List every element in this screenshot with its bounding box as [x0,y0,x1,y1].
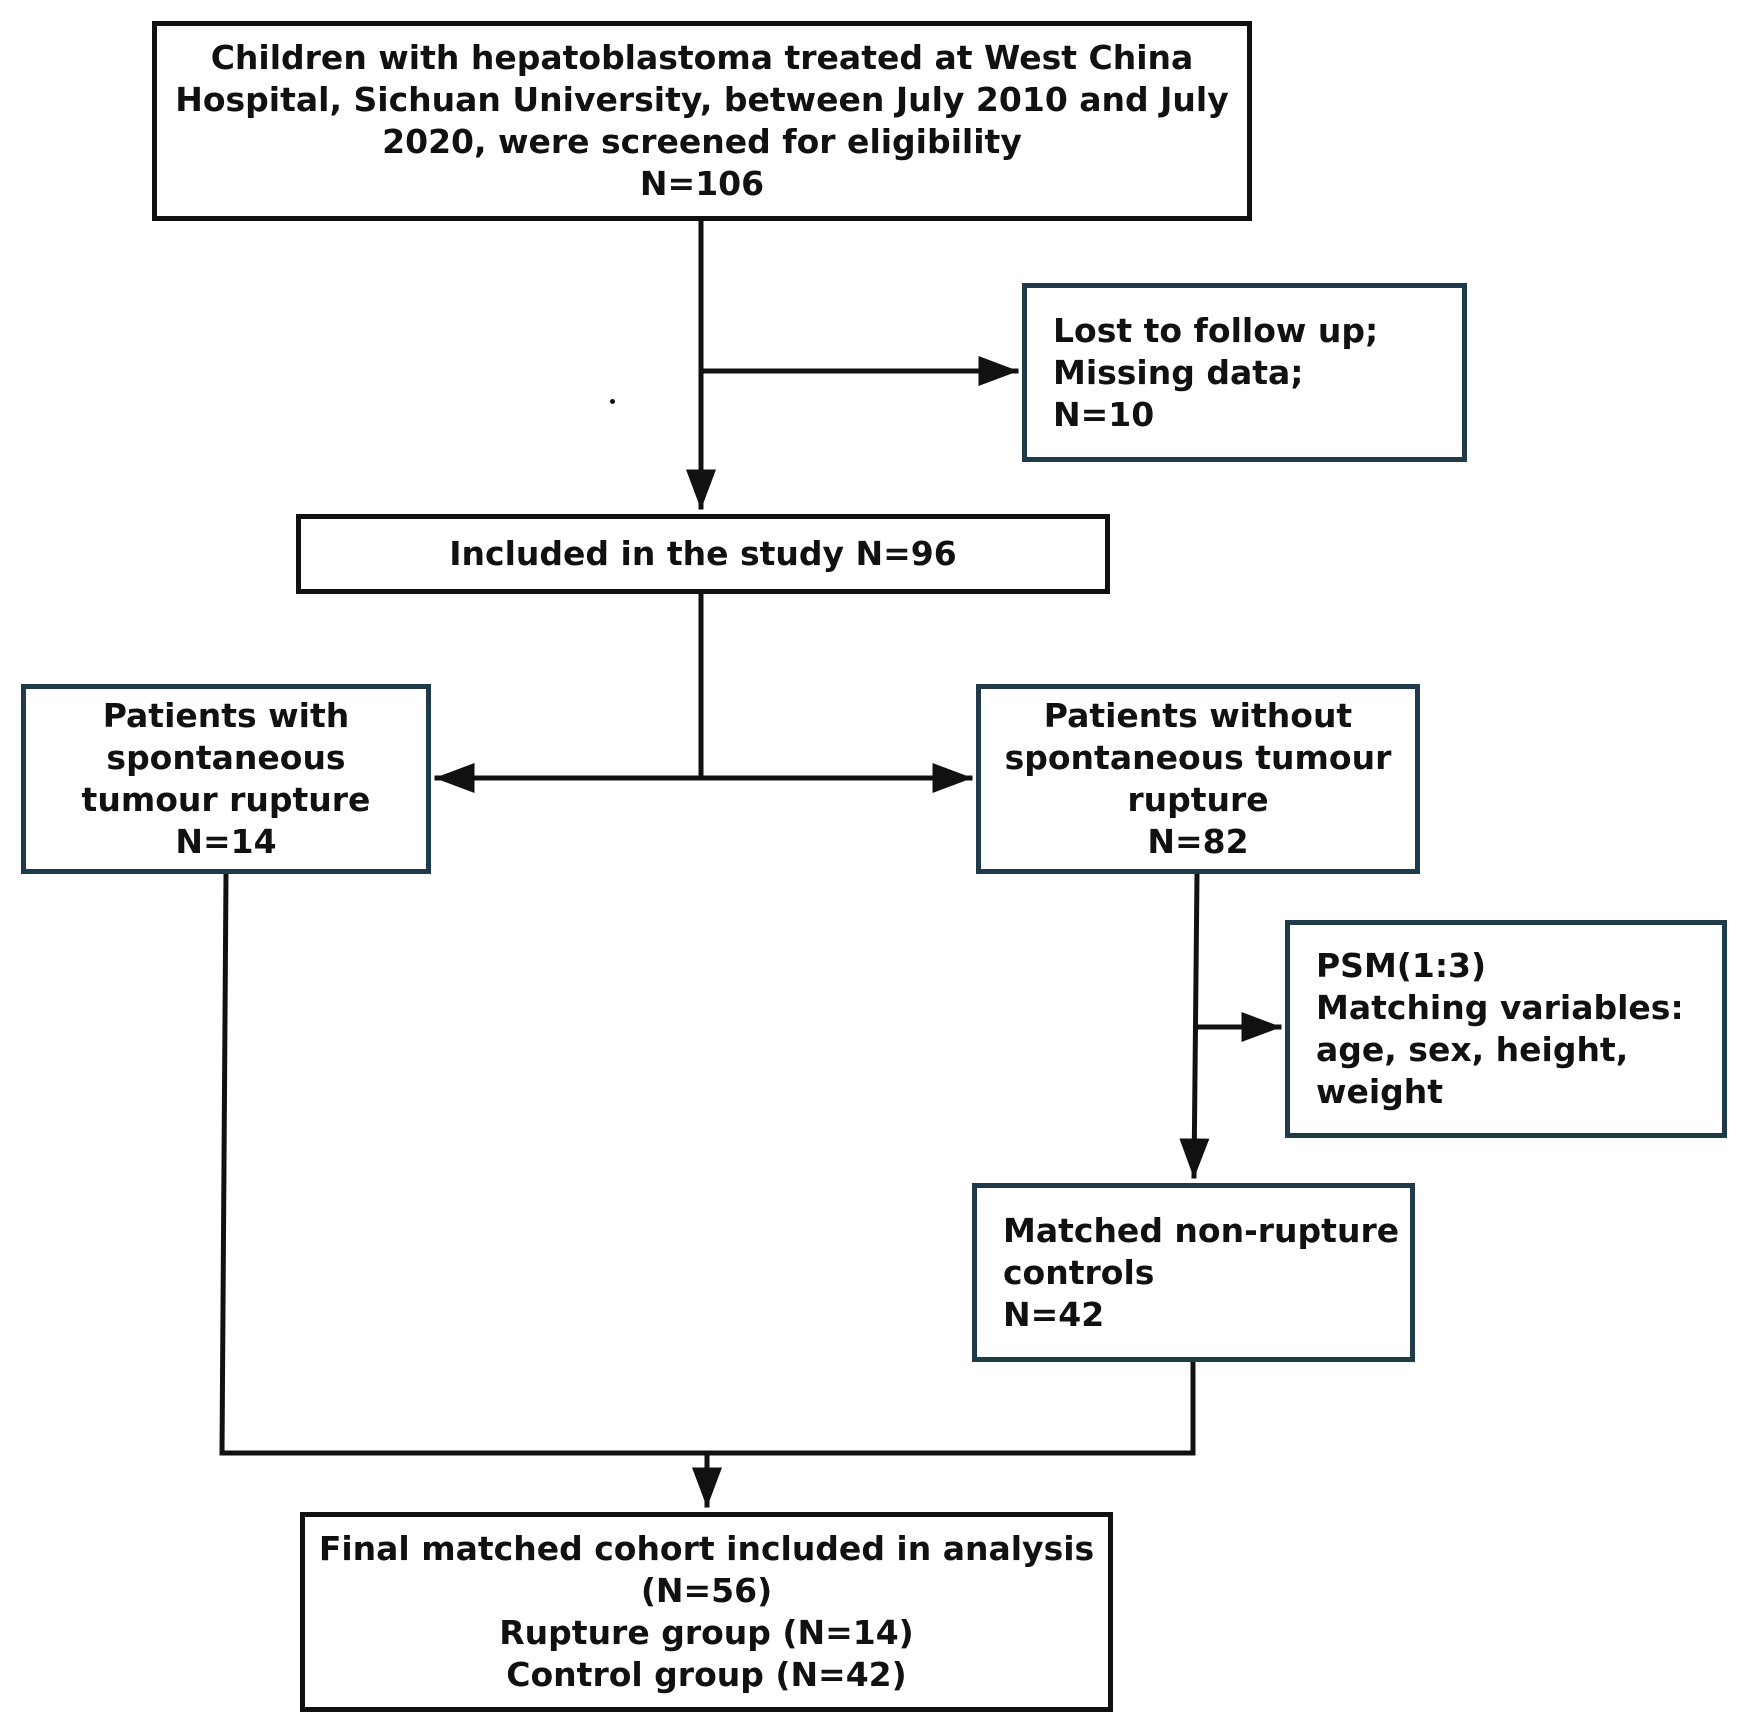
psm-line: PSM(1:3) [1316,946,1487,985]
no-rupture-line: spontaneous tumour [1004,738,1392,777]
excluded-count: N=10 [1053,394,1155,434]
final-control-group: Control group (N=42) [506,1655,907,1694]
psm-line: Matching variables: [1316,988,1684,1027]
psm-box: PSM(1:3) Matching variables: age, sex, h… [1285,920,1727,1138]
psm-line: age, sex, height, [1316,1030,1629,1069]
screened-count: N=106 [639,164,765,203]
excluded-line: Missing data; [1053,352,1304,392]
matched-line: Matched non-rupture [1003,1210,1400,1250]
matched-count: N=42 [1003,1294,1105,1334]
rupture-line: tumour rupture [81,780,371,819]
matched-line: controls [1003,1252,1155,1292]
matched-box: Matched non-rupture controls N=42 [972,1183,1415,1362]
included-box: Included in the study N=96 [296,514,1110,594]
no-rupture-count: N=82 [1147,822,1249,861]
rupture-count: N=14 [175,822,277,861]
final-count: (N=56) [640,1571,773,1610]
included-text: Included in the study N=96 [449,534,957,573]
screened-box: Children with hepatoblastoma treated at … [152,21,1252,221]
rupture-line: Patients with [102,696,350,735]
no-rupture-line: Patients without [1043,696,1353,735]
psm-line: weight [1316,1072,1444,1111]
final-line: Final matched cohort included in analysi… [318,1529,1095,1568]
final-cohort-box: Final matched cohort included in analysi… [300,1512,1113,1712]
final-rupture-group: Rupture group (N=14) [499,1613,914,1652]
excluded-box: Lost to follow up; Missing data; N=10 [1022,283,1467,462]
stray-dot [610,399,615,404]
rupture-line: spontaneous [106,738,346,777]
connector-rupture-down [219,871,229,1456]
rupture-box: Patients with spontaneous tumour rupture… [21,684,431,874]
screened-line: 2020, were screened for eligibility [382,122,1022,161]
no-rupture-box: Patients without spontaneous tumour rupt… [976,684,1420,874]
excluded-line: Lost to follow up; [1053,310,1379,350]
screened-line: Hospital, Sichuan University, between Ju… [175,80,1229,119]
no-rupture-line: rupture [1127,780,1269,819]
screened-line: Children with hepatoblastoma treated at … [210,38,1194,77]
